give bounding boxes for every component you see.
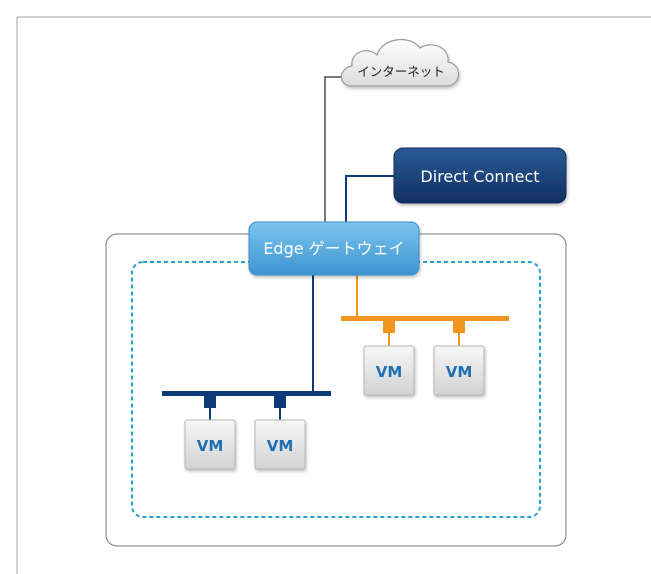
vm-label: VM	[446, 363, 473, 381]
direct-connect-node: Direct Connect	[393, 147, 567, 204]
direct-connect-label: Direct Connect	[420, 167, 539, 186]
vm-box: VM	[184, 419, 236, 470]
site-container	[105, 233, 567, 547]
edge-gateway: Edge ゲートウェイ	[248, 221, 420, 276]
navy-port-2	[274, 396, 286, 408]
orange-switch-bar	[341, 316, 509, 321]
vm-label: VM	[376, 363, 403, 381]
internet-cloud: インターネット	[340, 38, 460, 87]
orange-port-1	[383, 321, 395, 333]
orange-port-2	[453, 321, 465, 333]
vm-box: VM	[433, 345, 485, 396]
vm-box: VM	[363, 345, 415, 396]
vm-box: VM	[254, 419, 306, 470]
internet-link	[324, 76, 352, 222]
vm-label: VM	[267, 437, 294, 455]
direct-connect-link	[345, 175, 397, 222]
navy-network	[162, 272, 331, 420]
navy-port-1	[204, 396, 216, 408]
navy-switch-bar	[162, 391, 331, 396]
edge-gateway-label: Edge ゲートウェイ	[263, 239, 404, 258]
orange-network	[341, 272, 509, 346]
cloud-label: インターネット	[357, 64, 445, 79]
vm-label: VM	[197, 437, 224, 455]
cloud-shape	[340, 38, 460, 87]
